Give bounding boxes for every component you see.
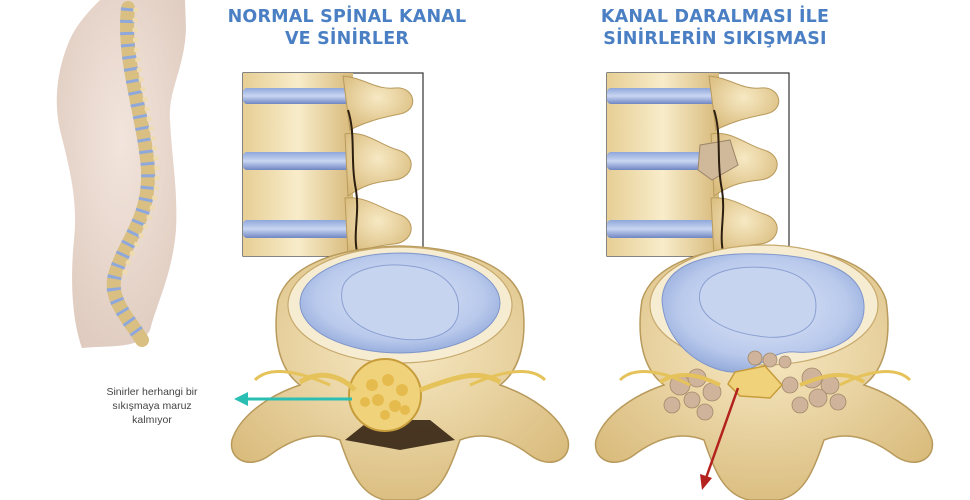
spine-column (106, 1, 160, 347)
annotation-line3: kalmıyor (132, 414, 172, 426)
title-stenosis-line1: KANAL DARALMASI İLE (600, 7, 830, 27)
cross-section-stenosis (594, 244, 934, 500)
title-normal: NORMAL SPİNAL KANAL VE SİNİRLER (212, 6, 482, 50)
arrow-stenosis-compression (700, 387, 740, 490)
title-normal-line1: NORMAL SPİNAL KANAL (227, 7, 467, 27)
title-stenosis-line2: SİNİRLERİN SIKIŞMASI (603, 29, 827, 49)
body-silhouette (56, 0, 186, 348)
cross-section-normal (230, 245, 570, 500)
title-stenosis: KANAL DARALMASI İLE SİNİRLERİN SIKIŞMASI (580, 6, 850, 50)
title-normal-line2: VE SİNİRLER (284, 29, 410, 49)
inset-normal-side-view (242, 72, 424, 257)
inset-stenosis-side-view (606, 72, 790, 257)
annotation-line1: Sinirler herhangi bir (106, 386, 198, 398)
arrow-normal-nerves (234, 392, 352, 406)
annotation-normal-nerves: Sinirler herhangi bir sıkışmaya maruz ka… (92, 385, 212, 427)
annotation-line2: sıkışmaya maruz (112, 400, 192, 412)
